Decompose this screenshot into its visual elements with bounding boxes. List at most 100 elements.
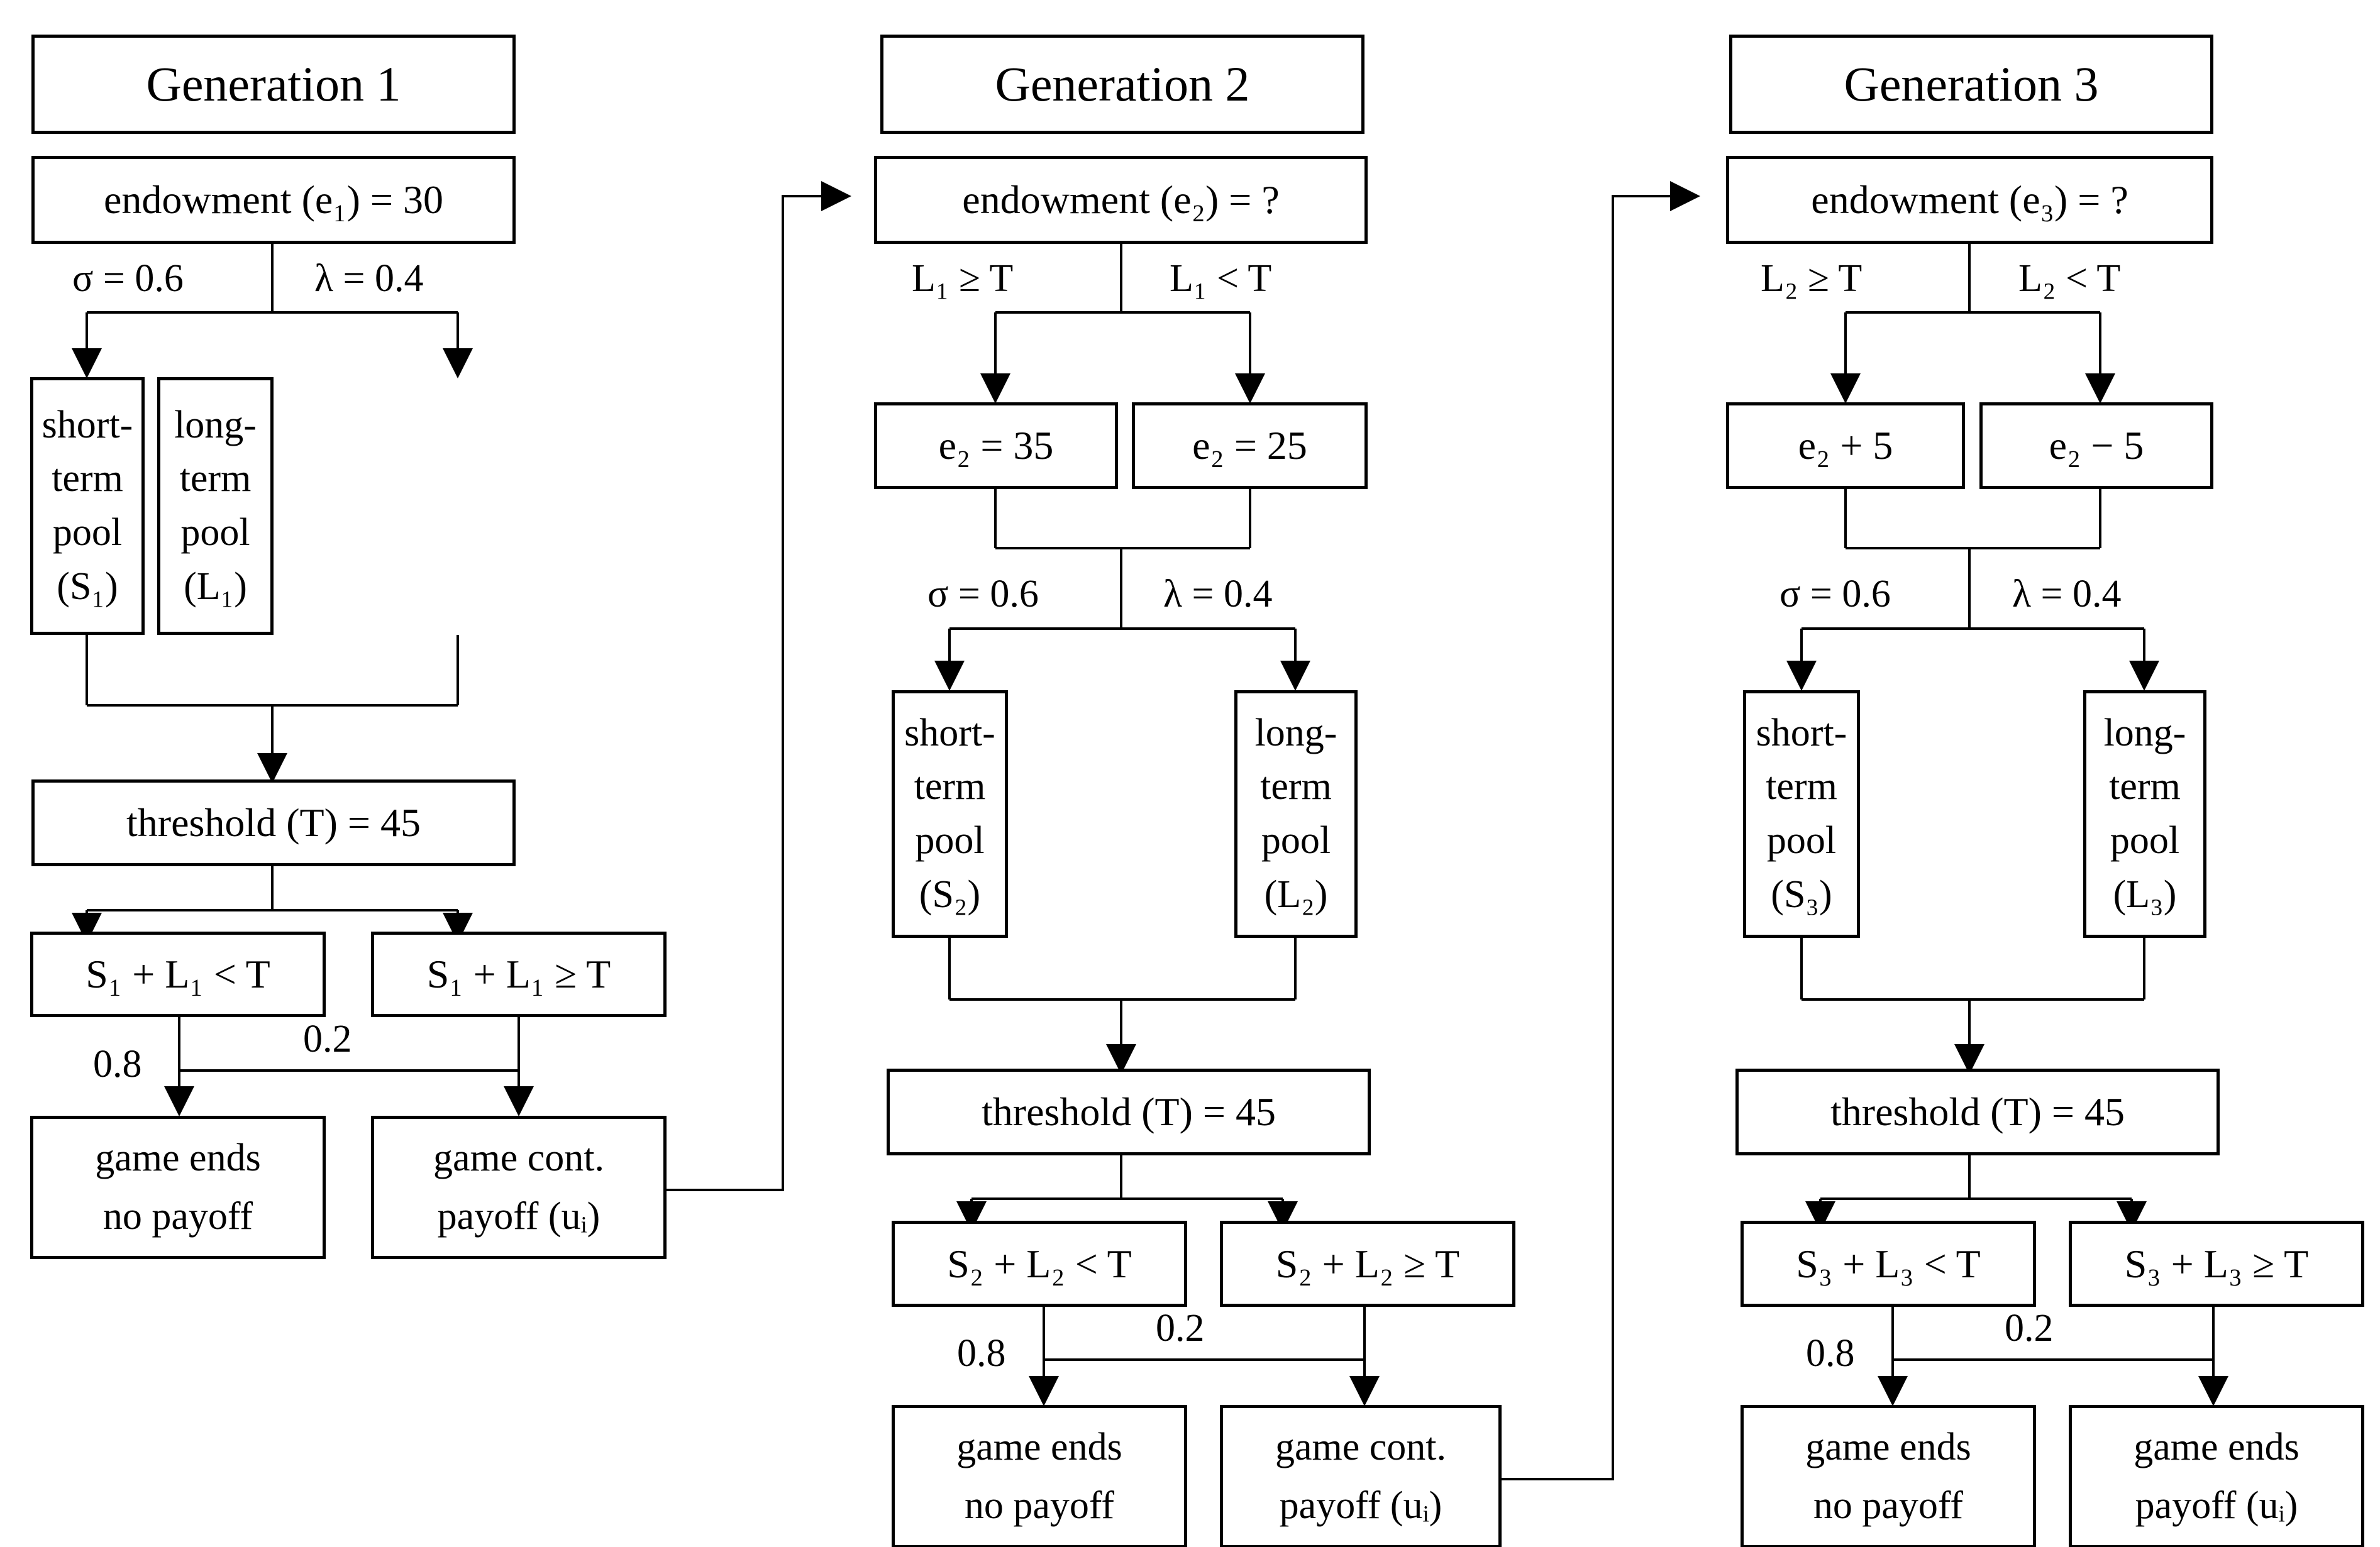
gen1-long-pool-line4: (L₁) bbox=[184, 564, 247, 608]
gen3-prob-left-label: 0.8 bbox=[1806, 1332, 1855, 1375]
gen2-lambda-label: λ = 0.4 bbox=[1163, 573, 1273, 615]
gen2-short-term-pool-box: short- term pool (S₂) bbox=[892, 690, 1008, 938]
gen3-condition-right-box: S₃ + L₃ ≥ T bbox=[2069, 1221, 2364, 1307]
gen2-long-pool-line2: term bbox=[1260, 765, 1332, 808]
gen2-carry-right-box: e₂ = 25 bbox=[1132, 402, 1368, 489]
gen2-carry-right-label: L₁ < T bbox=[1170, 257, 1272, 300]
gen2-endowment-box: endowment (e₂) = ? bbox=[874, 156, 1368, 244]
gen3-threshold-label: threshold (T) = 45 bbox=[1830, 1089, 2125, 1134]
gen2-short-pool-line3: pool bbox=[915, 819, 985, 862]
gen1-threshold-box: threshold (T) = 45 bbox=[31, 779, 516, 866]
gen2-sigma-label: σ = 0.6 bbox=[927, 573, 1039, 615]
gen3-carry-left-box: e₂ + 5 bbox=[1726, 402, 1965, 489]
gen3-condition-right-label: S₃ + L₃ ≥ T bbox=[2124, 1241, 2309, 1286]
gen1-title-box: Generation 1 bbox=[31, 35, 516, 134]
gen1-prob-left-label: 0.8 bbox=[93, 1043, 142, 1086]
gen1-short-pool-line2: term bbox=[52, 457, 123, 500]
gen2-endowment-label: endowment (e₂) = ? bbox=[962, 177, 1280, 222]
gen2-long-term-pool-box: long- term pool (L₂) bbox=[1234, 690, 1358, 938]
gen1-outcome-right-box: game cont. payoff (uᵢ) bbox=[371, 1116, 667, 1259]
gen2-threshold-label: threshold (T) = 45 bbox=[982, 1089, 1276, 1134]
gen3-short-pool-line3: pool bbox=[1766, 819, 1837, 862]
gen2-title-label: Generation 2 bbox=[995, 57, 1250, 111]
gen3-condition-left-label: S₃ + L₃ < T bbox=[1796, 1241, 1981, 1286]
gen3-long-pool-line3: pool bbox=[2110, 819, 2180, 862]
gen3-carry-right-value: e₂ − 5 bbox=[2049, 423, 2144, 468]
gen3-lambda-label: λ = 0.4 bbox=[2012, 573, 2122, 615]
gen1-condition-left-label: S₁ + L₁ < T bbox=[86, 952, 270, 996]
gen3-long-pool-line1: long- bbox=[2103, 711, 2186, 754]
gen3-carry-right-label: L₂ < T bbox=[2018, 257, 2121, 300]
gen1-prob-right-label: 0.2 bbox=[303, 1018, 352, 1060]
gen1-outcome-left-box: game ends no payoff bbox=[30, 1116, 326, 1259]
gen2-condition-left-box: S₂ + L₂ < T bbox=[892, 1221, 1187, 1307]
gen3-carry-left-label: L₂ ≥ T bbox=[1761, 257, 1862, 300]
gen2-long-pool-line4: (L₂) bbox=[1264, 873, 1328, 916]
gen1-title-label: Generation 1 bbox=[146, 57, 401, 111]
gen3-outcome-right-line2: payoff (uᵢ) bbox=[2135, 1484, 2298, 1527]
gen2-carry-left-box: e₂ = 35 bbox=[874, 402, 1118, 489]
gen1-long-pool-line1: long- bbox=[174, 403, 257, 446]
gen2-long-pool-line3: pool bbox=[1261, 819, 1331, 862]
gen2-short-pool-line4: (S₂) bbox=[919, 873, 981, 916]
gen3-condition-left-box: S₃ + L₃ < T bbox=[1741, 1221, 2036, 1307]
gen2-condition-right-label: S₂ + L₂ ≥ T bbox=[1275, 1241, 1460, 1286]
gen1-sigma-label: σ = 0.6 bbox=[72, 257, 184, 300]
gen3-title-box: Generation 3 bbox=[1729, 35, 2213, 134]
gen3-outcome-left-line2: no payoff bbox=[1813, 1484, 1964, 1527]
gen3-endowment-label: endowment (e₃) = ? bbox=[1811, 177, 2128, 222]
gen1-outcome-left-line2: no payoff bbox=[102, 1195, 253, 1238]
gen2-carry-right-value: e₂ = 25 bbox=[1192, 423, 1307, 468]
gen3-carry-left-value: e₂ + 5 bbox=[1798, 423, 1893, 468]
gen1-outcome-right-line2: payoff (uᵢ) bbox=[437, 1195, 601, 1238]
gen2-outcome-left-line1: game ends bbox=[956, 1426, 1122, 1468]
gen3-short-pool-line4: (S₃) bbox=[1771, 873, 1832, 916]
gen2-short-pool-line1: short- bbox=[904, 711, 995, 754]
gen3-threshold-box: threshold (T) = 45 bbox=[1735, 1069, 2220, 1155]
gen2-outcome-right-box: game cont. payoff (uᵢ) bbox=[1220, 1405, 1502, 1547]
gen3-outcome-right-line1: game ends bbox=[2134, 1426, 2300, 1468]
gen2-long-pool-line1: long- bbox=[1254, 711, 1337, 754]
gen2-condition-left-label: S₂ + L₂ < T bbox=[947, 1241, 1132, 1286]
gen2-outcome-right-line2: payoff (uᵢ) bbox=[1279, 1484, 1442, 1527]
gen2-short-pool-line2: term bbox=[914, 765, 986, 808]
gen1-outcome-left-line1: game ends bbox=[95, 1137, 261, 1179]
gen3-short-term-pool-box: short- term pool (S₃) bbox=[1743, 690, 1860, 938]
gen1-condition-right-box: S₁ + L₁ ≥ T bbox=[371, 932, 667, 1017]
gen2-condition-right-box: S₂ + L₂ ≥ T bbox=[1220, 1221, 1515, 1307]
gen3-short-pool-line1: short- bbox=[1756, 711, 1847, 754]
gen1-short-pool-line1: short- bbox=[42, 403, 133, 446]
gen2-prob-right-label: 0.2 bbox=[1156, 1307, 1205, 1350]
gen2-carry-left-value: e₂ = 35 bbox=[938, 423, 1054, 468]
gen3-short-pool-line2: term bbox=[1766, 765, 1837, 808]
gen1-endowment-label: endowment (e₁) = 30 bbox=[103, 177, 444, 222]
gen2-prob-left-label: 0.8 bbox=[957, 1332, 1006, 1375]
gen2-outcome-left-line2: no payoff bbox=[964, 1484, 1115, 1527]
gen3-title-label: Generation 3 bbox=[1844, 57, 2099, 111]
gen1-endowment-box: endowment (e₁) = 30 bbox=[31, 156, 516, 244]
gen1-short-pool-line4: (S₁) bbox=[57, 564, 118, 608]
gen2-title-box: Generation 2 bbox=[880, 35, 1364, 134]
gen1-long-pool-line3: pool bbox=[180, 511, 250, 554]
gen2-carry-left-label: L₁ ≥ T bbox=[912, 257, 1014, 300]
gen1-short-term-pool-box: short- term pool (S₁) bbox=[30, 377, 145, 635]
g2-to-g3-connector bbox=[1500, 181, 1700, 1480]
gen1-outcome-right-line1: game cont. bbox=[433, 1137, 604, 1179]
gen3-prob-right-label: 0.2 bbox=[2005, 1307, 2054, 1350]
gen1-long-term-pool-box: long- term pool (L₁) bbox=[157, 377, 274, 635]
gen2-threshold-box: threshold (T) = 45 bbox=[887, 1069, 1371, 1155]
gen3-long-pool-line4: (L₃) bbox=[2113, 873, 2177, 916]
gen2-outcome-left-box: game ends no payoff bbox=[892, 1405, 1187, 1547]
gen1-lambda-label: λ = 0.4 bbox=[314, 257, 424, 300]
gen3-outcome-left-line1: game ends bbox=[1805, 1426, 1971, 1468]
gen3-long-term-pool-box: long- term pool (L₃) bbox=[2083, 690, 2206, 938]
gen1-long-pool-line2: term bbox=[179, 457, 252, 500]
gen1-condition-right-label: S₁ + L₁ ≥ T bbox=[426, 952, 611, 996]
g1-to-g2-connector bbox=[667, 181, 851, 1191]
gen1-short-pool-line3: pool bbox=[52, 511, 123, 554]
gen1-threshold-label: threshold (T) = 45 bbox=[126, 800, 421, 845]
gen3-endowment-box: endowment (e₃) = ? bbox=[1726, 156, 2213, 244]
gen3-outcome-right-box: game ends payoff (uᵢ) bbox=[2069, 1405, 2364, 1547]
gen3-long-pool-line2: term bbox=[2109, 765, 2181, 808]
